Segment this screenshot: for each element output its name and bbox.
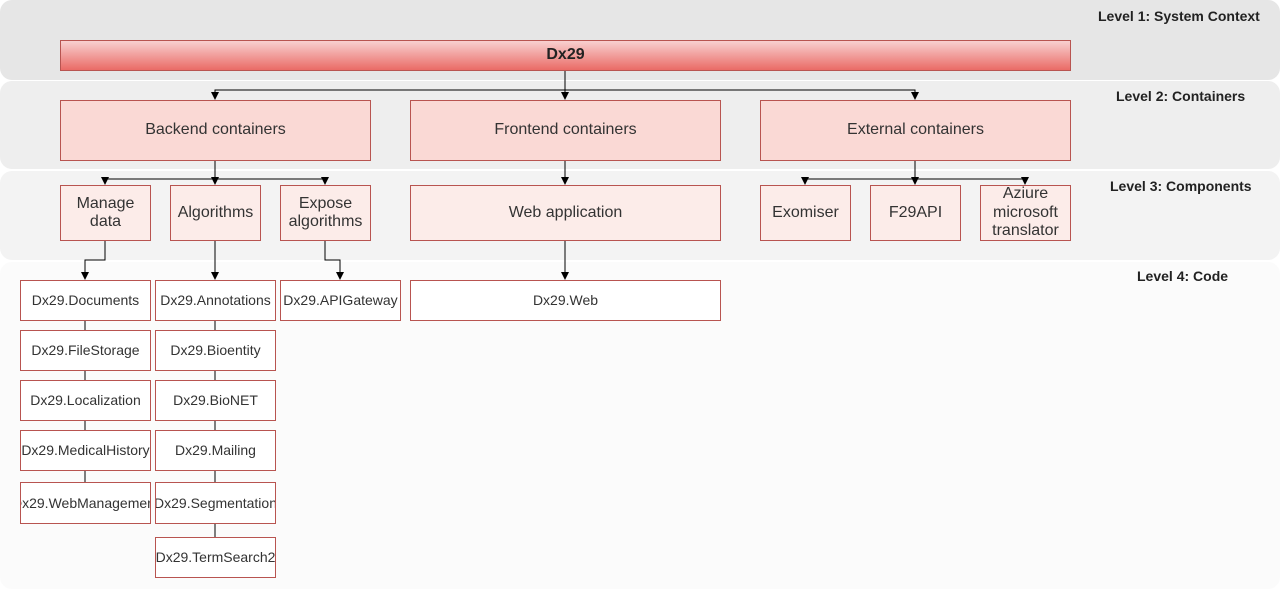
container-frontend[interactable]: Frontend containers xyxy=(410,100,721,161)
code-api-gateway[interactable]: Dx29.APIGateway xyxy=(280,280,401,321)
edge-system-backend xyxy=(211,89,565,100)
code-file-storage[interactable]: Dx29.FileStorage xyxy=(20,330,151,371)
level-3-label: Level 3: Components xyxy=(1110,178,1252,194)
code-web[interactable]: Dx29.Web xyxy=(410,280,721,321)
component-web-application[interactable]: Web application xyxy=(410,185,721,241)
code-web-management-label: Dx29.WebManagement xyxy=(21,494,150,511)
code-segmentation[interactable]: Dx29.Segmentation xyxy=(155,482,276,524)
component-exomiser[interactable]: Exomiser xyxy=(760,185,851,241)
component-manage-data[interactable]: Manage data xyxy=(60,185,151,241)
code-term-search2[interactable]: Dx29.TermSearch2 xyxy=(155,537,276,578)
edge-expose-code xyxy=(324,240,344,280)
edge-external-exomiser xyxy=(801,177,915,185)
edge-manage-data-code xyxy=(81,240,106,280)
level-2-label: Level 2: Containers xyxy=(1116,88,1246,104)
level-4-label: Level 4: Code xyxy=(1137,268,1229,284)
container-external[interactable]: External containers xyxy=(760,100,1071,161)
code-bioentity[interactable]: Dx29.Bioentity xyxy=(155,330,276,371)
code-annotations[interactable]: Dx29.Annotations xyxy=(155,280,276,321)
component-expose-algorithms[interactable]: Expose algorithms xyxy=(280,185,371,241)
edge-backend-manage-data xyxy=(101,177,215,185)
container-backend[interactable]: Backend containers xyxy=(60,100,371,161)
level-1-label: Level 1: System Context xyxy=(1098,8,1260,24)
edge-system-external xyxy=(565,89,919,100)
code-medical-history[interactable]: Dx29.MedicalHistory xyxy=(20,430,151,471)
component-azure-translator[interactable]: Aziure microsoft translator xyxy=(980,185,1071,241)
code-localization[interactable]: Dx29.Localization xyxy=(20,380,151,421)
component-f29api[interactable]: F29API xyxy=(870,185,961,241)
edge-backend-expose xyxy=(215,177,329,185)
code-web-management[interactable]: Dx29.WebManagement xyxy=(20,482,151,524)
edge-external-azure xyxy=(915,177,1029,185)
code-documents[interactable]: Dx29.Documents xyxy=(20,280,151,321)
system-dx29[interactable]: Dx29 xyxy=(60,40,1071,71)
code-mailing[interactable]: Dx29.Mailing xyxy=(155,430,276,471)
code-bionet[interactable]: Dx29.BioNET xyxy=(155,380,276,421)
component-algorithms[interactable]: Algorithms xyxy=(170,185,261,241)
